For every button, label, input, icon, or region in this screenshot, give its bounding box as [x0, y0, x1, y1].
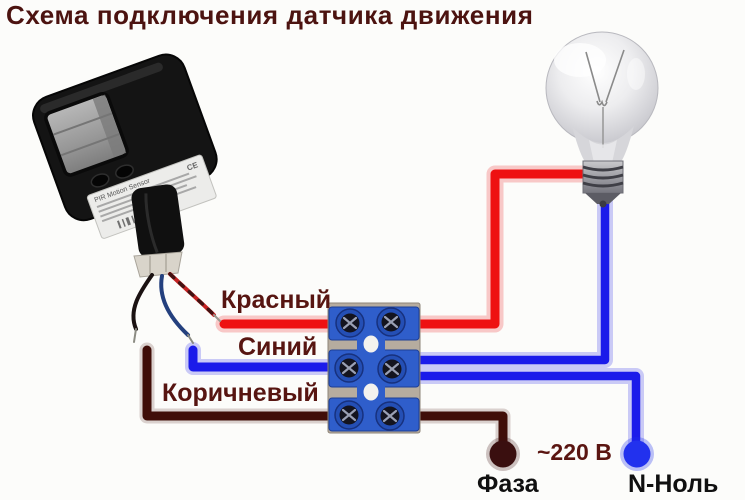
bulb-base: [582, 160, 624, 208]
phase-terminal: [486, 437, 520, 471]
ce-mark-icon: CE: [186, 160, 200, 172]
terminal-screw: [334, 400, 364, 430]
terminal-screw: [377, 354, 407, 384]
label-neutral: N-Ноль: [628, 470, 719, 498]
wire-blue-lamp-glow: [411, 193, 613, 368]
sensor-wire-black: [131, 273, 154, 331]
label-blue-wire: Синий: [238, 333, 318, 361]
terminal-screw: [376, 307, 406, 337]
wire-blue-sensor: [188, 345, 336, 372]
wire-blue-neutral: [414, 371, 641, 447]
sensor-hole: [90, 173, 110, 188]
terminal-screws: [334, 307, 407, 431]
terminal-hole-1: [363, 335, 379, 353]
sensor-wire-black-tip: [133, 328, 137, 343]
sensor-wire-red-tip: [213, 314, 221, 322]
sensor-head: PIR Motion Sensor: [32, 53, 218, 239]
label-brown-wire: Коричневый: [162, 379, 319, 407]
phase-dot: [489, 440, 517, 468]
neutral-terminal: [620, 437, 654, 471]
sensor-leads: [131, 272, 221, 344]
diagram-title: Схема подключения датчика движения: [6, 0, 534, 30]
sensor-wire-blue-tip: [187, 334, 194, 344]
sensor-nut: [133, 251, 183, 278]
sensor-wire-blue: [159, 274, 190, 337]
label-voltage: ~220 В: [537, 439, 612, 465]
terminal-hole-2: [363, 383, 379, 401]
motion-sensor-icon: PIR Motion Sensor: [32, 53, 221, 344]
light-bulb-icon: [545, 31, 659, 208]
bulb-inner-stem: [589, 140, 617, 163]
bulb-contact: [599, 200, 607, 208]
wire-brown: [142, 345, 508, 447]
sensor-head-sheen: [40, 62, 163, 114]
label-phase: Фаза: [477, 470, 539, 498]
sensor-wire-red-stripe: [168, 272, 216, 317]
bulb-highlight: [554, 43, 606, 77]
bulb-filament: [585, 49, 625, 148]
sensor-stem: [131, 184, 185, 258]
pir-lens: [44, 91, 129, 177]
sensor-hole: [115, 164, 134, 179]
terminal-screw: [334, 353, 364, 383]
bulb-base-tip: [585, 193, 621, 204]
terminal-screw: [335, 308, 365, 338]
terminal-block: [327, 302, 421, 434]
bulb-highlight-2: [627, 58, 645, 90]
wire-blue-lamp: [414, 196, 610, 365]
neutral-dot: [623, 440, 651, 468]
terminal-screw: [375, 401, 405, 431]
label-red-wire: Красный: [221, 286, 332, 314]
